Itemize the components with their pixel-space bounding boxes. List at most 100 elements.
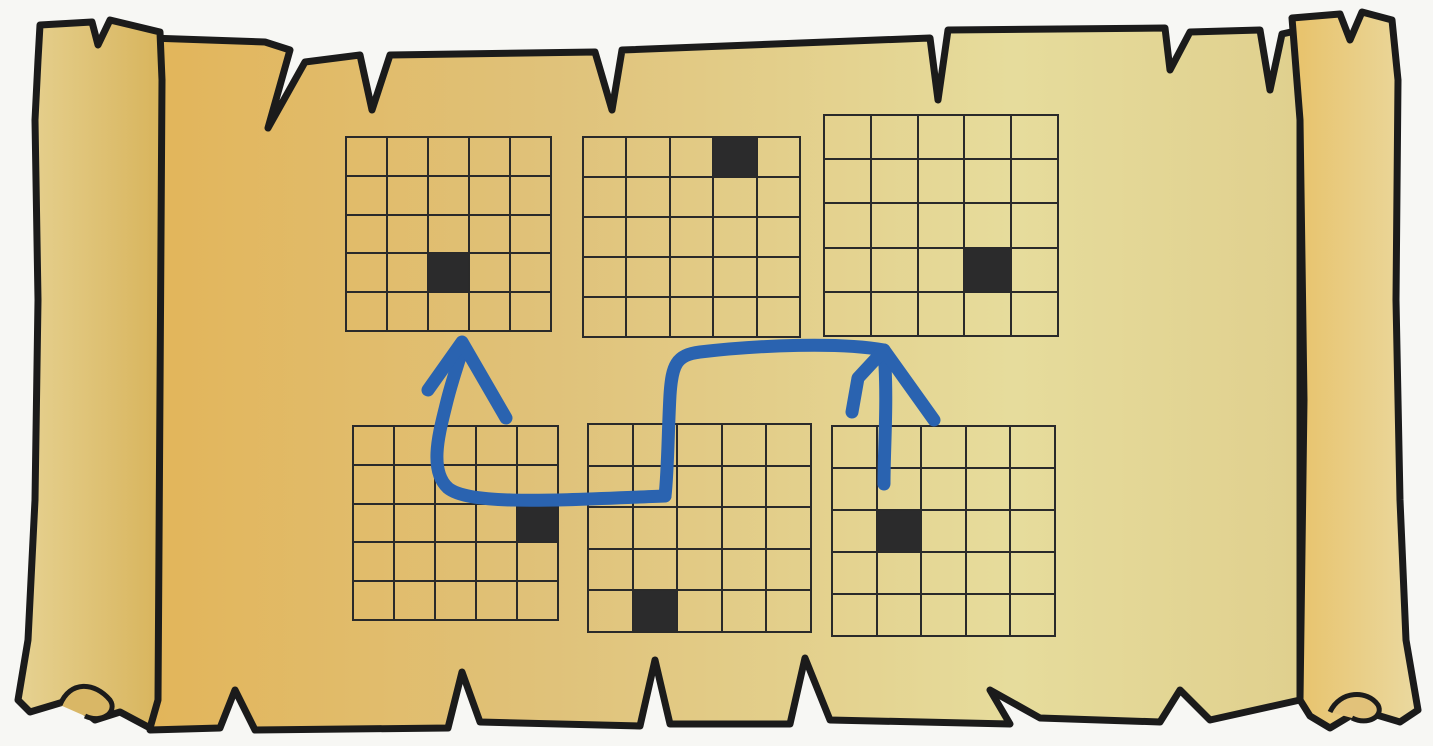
- grid-cell: [387, 253, 428, 292]
- grid-cell: [677, 424, 722, 466]
- grid-cell: [353, 542, 394, 581]
- grid-bottom-left: [352, 425, 559, 621]
- grid-cell: [766, 549, 811, 591]
- grid-cell: [921, 552, 966, 594]
- grid-cell: [832, 468, 877, 510]
- grid-cell: [510, 292, 551, 331]
- grid-cell: [353, 465, 394, 504]
- grid-cell: [670, 177, 713, 217]
- grid-cell: [435, 581, 476, 620]
- grid-cell: [1011, 292, 1058, 336]
- filled-cell: [633, 590, 678, 632]
- grid-cell: [510, 137, 551, 176]
- grid-cell: [1011, 159, 1058, 203]
- grid-cell: [517, 581, 558, 620]
- grid-cell: [476, 426, 517, 465]
- left-scroll-roll: [18, 20, 162, 728]
- grid-cell: [964, 203, 1011, 247]
- grid-cell: [476, 581, 517, 620]
- grid-cell: [1011, 203, 1058, 247]
- grid-cell: [476, 465, 517, 504]
- grid-cell: [1010, 594, 1055, 636]
- grid-cell: [832, 510, 877, 552]
- grid-cell: [832, 594, 877, 636]
- grid-cell: [588, 549, 633, 591]
- grid-cell: [346, 215, 387, 254]
- grid-cell: [722, 424, 767, 466]
- grid-bottom-right: [831, 425, 1056, 637]
- grid-cell: [626, 297, 669, 337]
- grid-cell: [766, 466, 811, 508]
- grid-cell: [626, 177, 669, 217]
- grid-cell: [435, 465, 476, 504]
- grid-cell: [387, 292, 428, 331]
- grid-cell: [588, 424, 633, 466]
- grid-cell: [824, 115, 871, 159]
- grid-cell: [435, 426, 476, 465]
- grid-top-middle: [582, 136, 801, 338]
- grid-cell: [918, 248, 965, 292]
- grid-cell: [469, 292, 510, 331]
- grid-cell: [633, 507, 678, 549]
- grid-cell: [918, 115, 965, 159]
- grid-cell: [670, 137, 713, 177]
- grid-cell: [510, 215, 551, 254]
- grid-cell: [435, 504, 476, 543]
- grid-cell: [921, 426, 966, 468]
- grid-cell: [966, 510, 1011, 552]
- grid-cell: [1010, 426, 1055, 468]
- grid-cell: [670, 217, 713, 257]
- grid-cell: [476, 542, 517, 581]
- grid-cell: [871, 248, 918, 292]
- grid-cell: [428, 176, 469, 215]
- grid-cell: [517, 542, 558, 581]
- grid-cell: [353, 504, 394, 543]
- grid-cell: [633, 466, 678, 508]
- grid-cell: [677, 507, 722, 549]
- grid-cell: [510, 253, 551, 292]
- grid-cell: [394, 504, 435, 543]
- grid-cell: [517, 426, 558, 465]
- grid-cell: [670, 257, 713, 297]
- grid-cell: [394, 465, 435, 504]
- grid-cell: [713, 257, 756, 297]
- grid-cell: [757, 177, 800, 217]
- grid-cell: [583, 217, 626, 257]
- grid-cell: [583, 177, 626, 217]
- grid-cell: [517, 465, 558, 504]
- grid-cell: [918, 159, 965, 203]
- grid-cell: [722, 507, 767, 549]
- grid-cell: [394, 542, 435, 581]
- grid-cell: [966, 552, 1011, 594]
- grid-cell: [966, 594, 1011, 636]
- grid-cell: [633, 549, 678, 591]
- grid-cell: [832, 426, 877, 468]
- grid-cell: [722, 590, 767, 632]
- grid-cell: [1010, 510, 1055, 552]
- grid-cell: [583, 257, 626, 297]
- grid-cell: [713, 217, 756, 257]
- grid-cell: [428, 292, 469, 331]
- grid-cell: [757, 137, 800, 177]
- grid-cell: [588, 507, 633, 549]
- grid-cell: [964, 115, 1011, 159]
- grid-cell: [918, 292, 965, 336]
- grid-cell: [670, 297, 713, 337]
- grid-cell: [428, 215, 469, 254]
- grid-cell: [966, 426, 1011, 468]
- grid-cell: [626, 257, 669, 297]
- grid-cell: [387, 137, 428, 176]
- grid-cell: [353, 581, 394, 620]
- grid-cell: [766, 507, 811, 549]
- grid-cell: [626, 217, 669, 257]
- filled-cell: [517, 504, 558, 543]
- grid-cell: [394, 581, 435, 620]
- grid-cell: [677, 590, 722, 632]
- grid-cell: [921, 468, 966, 510]
- grid-cell: [394, 426, 435, 465]
- grid-cell: [722, 466, 767, 508]
- grid-cell: [824, 203, 871, 247]
- grid-cell: [824, 159, 871, 203]
- grid-cell: [832, 552, 877, 594]
- grid-cell: [877, 426, 922, 468]
